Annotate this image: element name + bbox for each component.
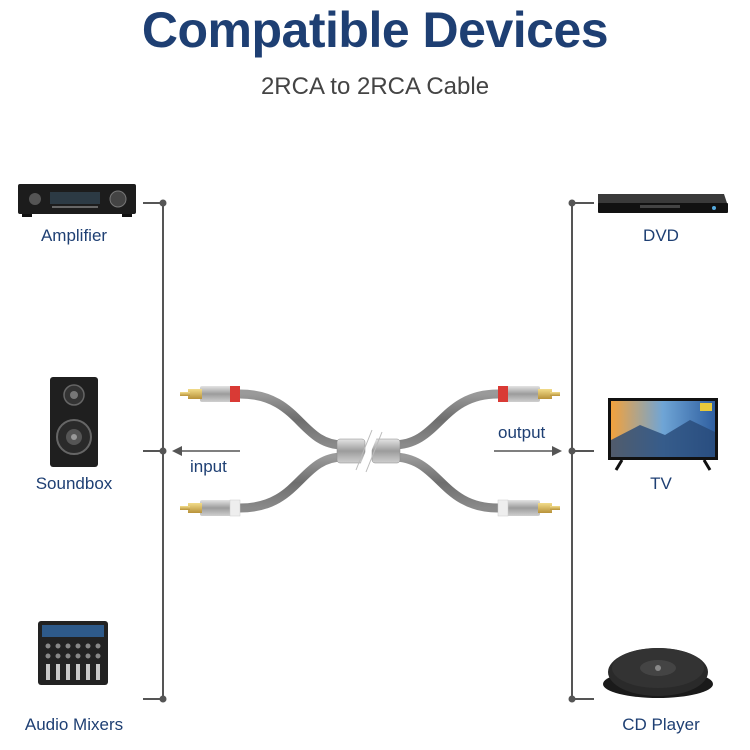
right-bracket: [568, 199, 594, 703]
output-arrow: [494, 446, 562, 456]
amplifier-icon: [18, 184, 136, 217]
device-label-dvd: DVD: [643, 226, 679, 245]
device-label-amplifier: Amplifier: [40, 226, 108, 245]
speaker-icon: [50, 377, 98, 467]
device-label-cd-player: CD Player: [622, 715, 700, 734]
input-label: input: [190, 457, 227, 476]
device-label-tv: TV: [650, 474, 672, 493]
input-arrow: [172, 446, 240, 456]
cd-player-icon: [603, 648, 713, 698]
left-bracket: [143, 199, 167, 703]
rca-plug-red-right: [498, 386, 560, 402]
rca-plug-red-left: [180, 386, 240, 402]
page-subtitle: 2RCA to 2RCA Cable: [260, 73, 490, 100]
device-label-audio-mixers: Audio Mixers: [24, 715, 124, 734]
page-title: Compatible Devices: [141, 2, 609, 58]
output-label: output: [498, 423, 546, 442]
tv-icon: [608, 398, 718, 471]
rca-cable: [180, 386, 560, 517]
device-label-soundbox: Soundbox: [35, 474, 113, 493]
mixer-icon: [38, 621, 108, 685]
rca-plug-white-right: [497, 499, 560, 517]
dvd-player-icon: [598, 194, 728, 213]
rca-plug-white-left: [180, 499, 241, 517]
